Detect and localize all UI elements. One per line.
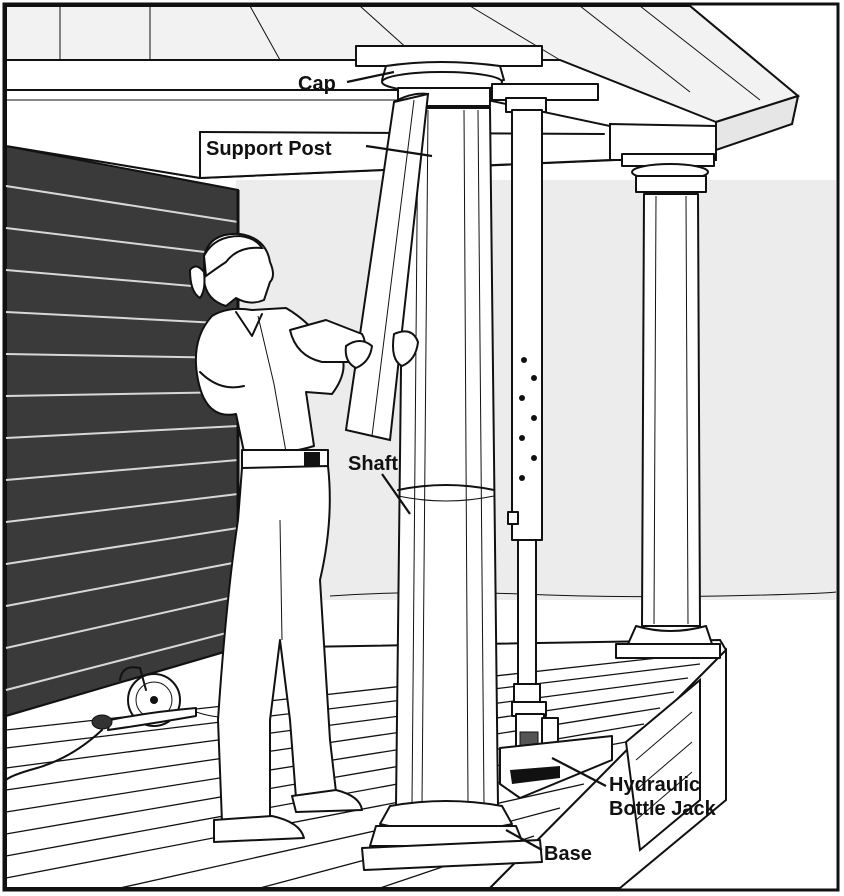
main-column [355, 45, 543, 871]
shaft-leader-line [381, 473, 411, 515]
circular-saw [5, 666, 241, 781]
cap-leader-line [346, 70, 395, 84]
house-siding [5, 144, 240, 718]
far-column [615, 153, 721, 659]
label-hydraulic: Hydraulic [609, 774, 700, 796]
label-support-post: Support Post [206, 138, 332, 160]
label-bottle-jack: Bottle Jack [609, 798, 717, 820]
label-cap: Cap [298, 73, 336, 95]
label-shaft: Shaft [348, 453, 398, 475]
man-figure [189, 232, 419, 843]
jack-leader-line [551, 757, 607, 787]
base-leader-line [505, 829, 543, 851]
support-post-leader-line [365, 144, 433, 158]
hydraulic-jack-assembly [491, 83, 613, 799]
label-base: Base [544, 843, 592, 865]
